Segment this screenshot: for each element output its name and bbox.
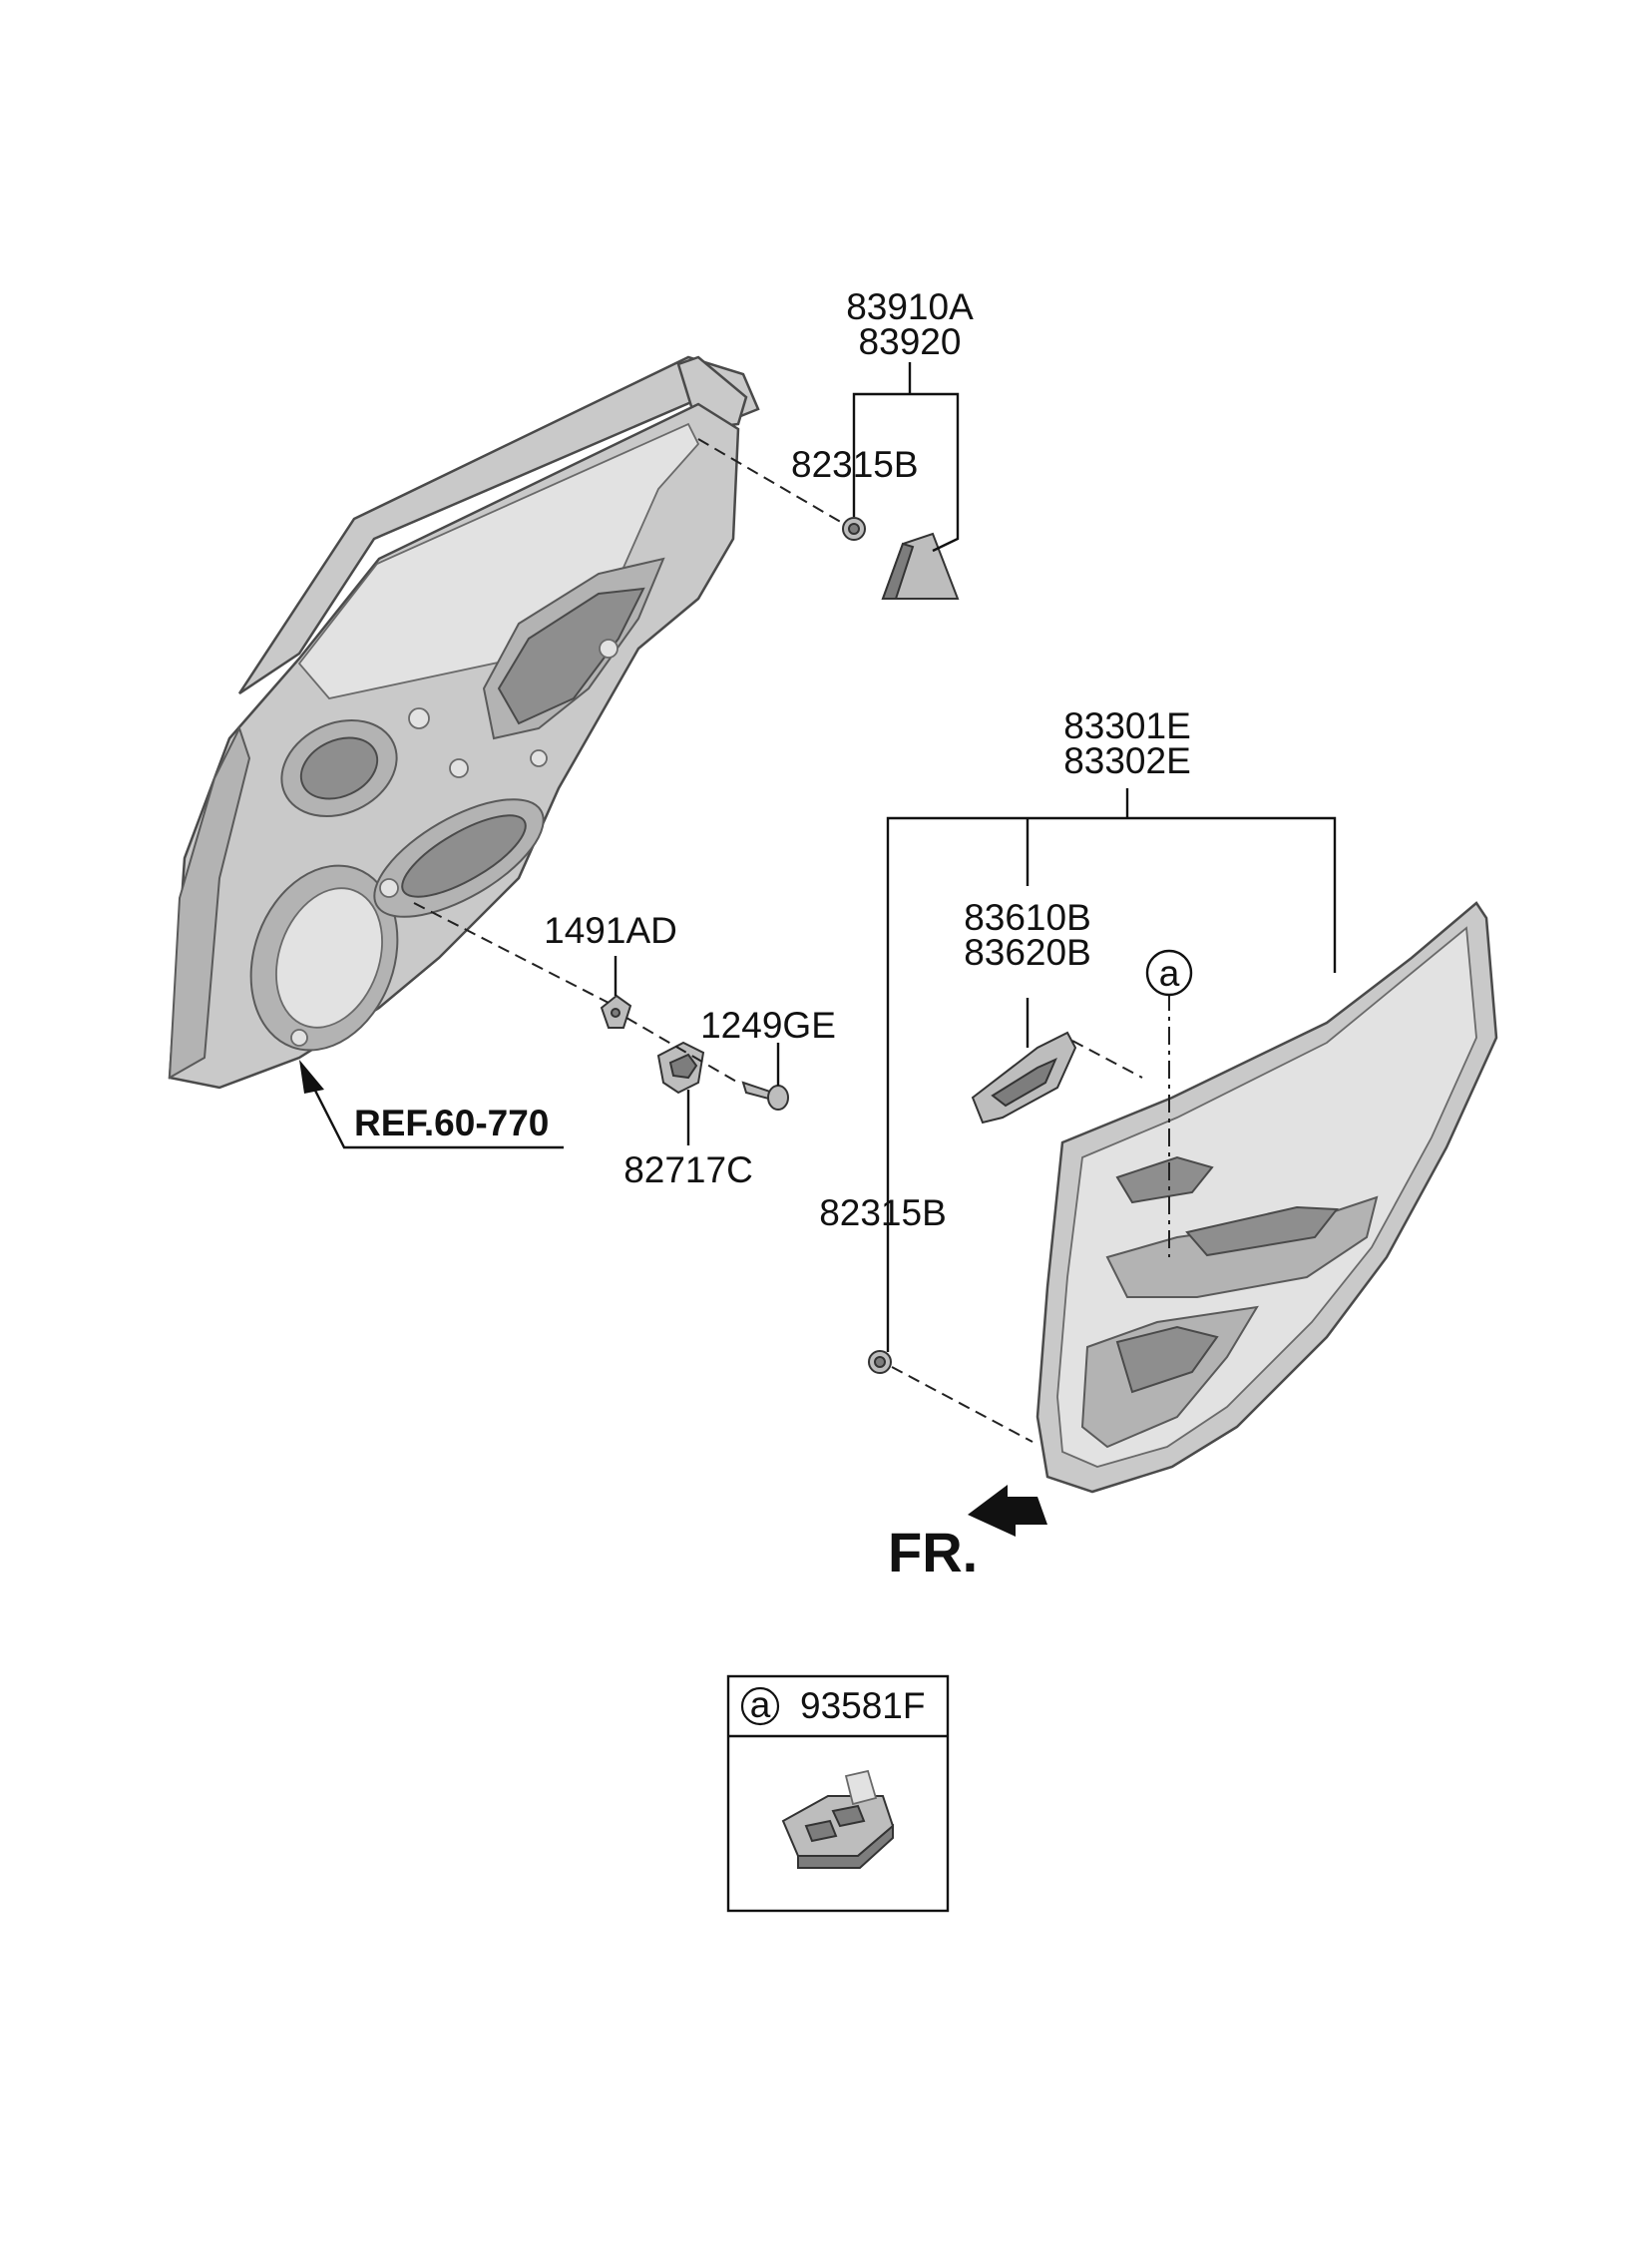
ref-arrow (299, 1060, 564, 1149)
front-label: FR. (888, 1521, 978, 1583)
door-trim-panel (1035, 901, 1498, 1494)
callout-a-letter: a (1159, 953, 1180, 994)
inside-door-handle (971, 1031, 1077, 1125)
clip-top (842, 517, 866, 541)
ref-label: REF.60-770 (354, 1103, 549, 1143)
bracket-82717C (656, 1041, 705, 1095)
legend-part-number: 93581F (800, 1685, 926, 1726)
leader-83910A (852, 362, 960, 553)
front-direction-arrow (968, 1485, 1047, 1537)
label-82717C: 82717C (623, 1149, 753, 1190)
legend-marker: a (750, 1684, 771, 1725)
label-83910A: 83910A (846, 286, 974, 327)
screw-1249GE (741, 1081, 789, 1111)
callout-a: a (1145, 949, 1193, 997)
delta-cover-trim (881, 532, 960, 600)
door-inner-panel (168, 355, 760, 1090)
label-83610B: 83610B (964, 897, 1091, 938)
leader-83301E (886, 788, 1337, 1352)
legend-box: a 93581F (726, 1674, 950, 1913)
clip-bottom (868, 1350, 892, 1374)
label-1491AD: 1491AD (544, 910, 677, 951)
label-82315B-top: 82315B (791, 444, 919, 485)
label-1249GE: 1249GE (700, 1005, 836, 1046)
legend-marker-circle (740, 1686, 780, 1726)
bracket-1491AD (600, 994, 632, 1029)
label-83302E: 83302E (1063, 740, 1191, 781)
label-83301E: 83301E (1063, 705, 1191, 746)
label-82315B-bottom: 82315B (819, 1192, 947, 1233)
label-83620B: 83620B (964, 932, 1091, 973)
label-83920: 83920 (859, 321, 962, 362)
power-window-switch (781, 1769, 895, 1869)
